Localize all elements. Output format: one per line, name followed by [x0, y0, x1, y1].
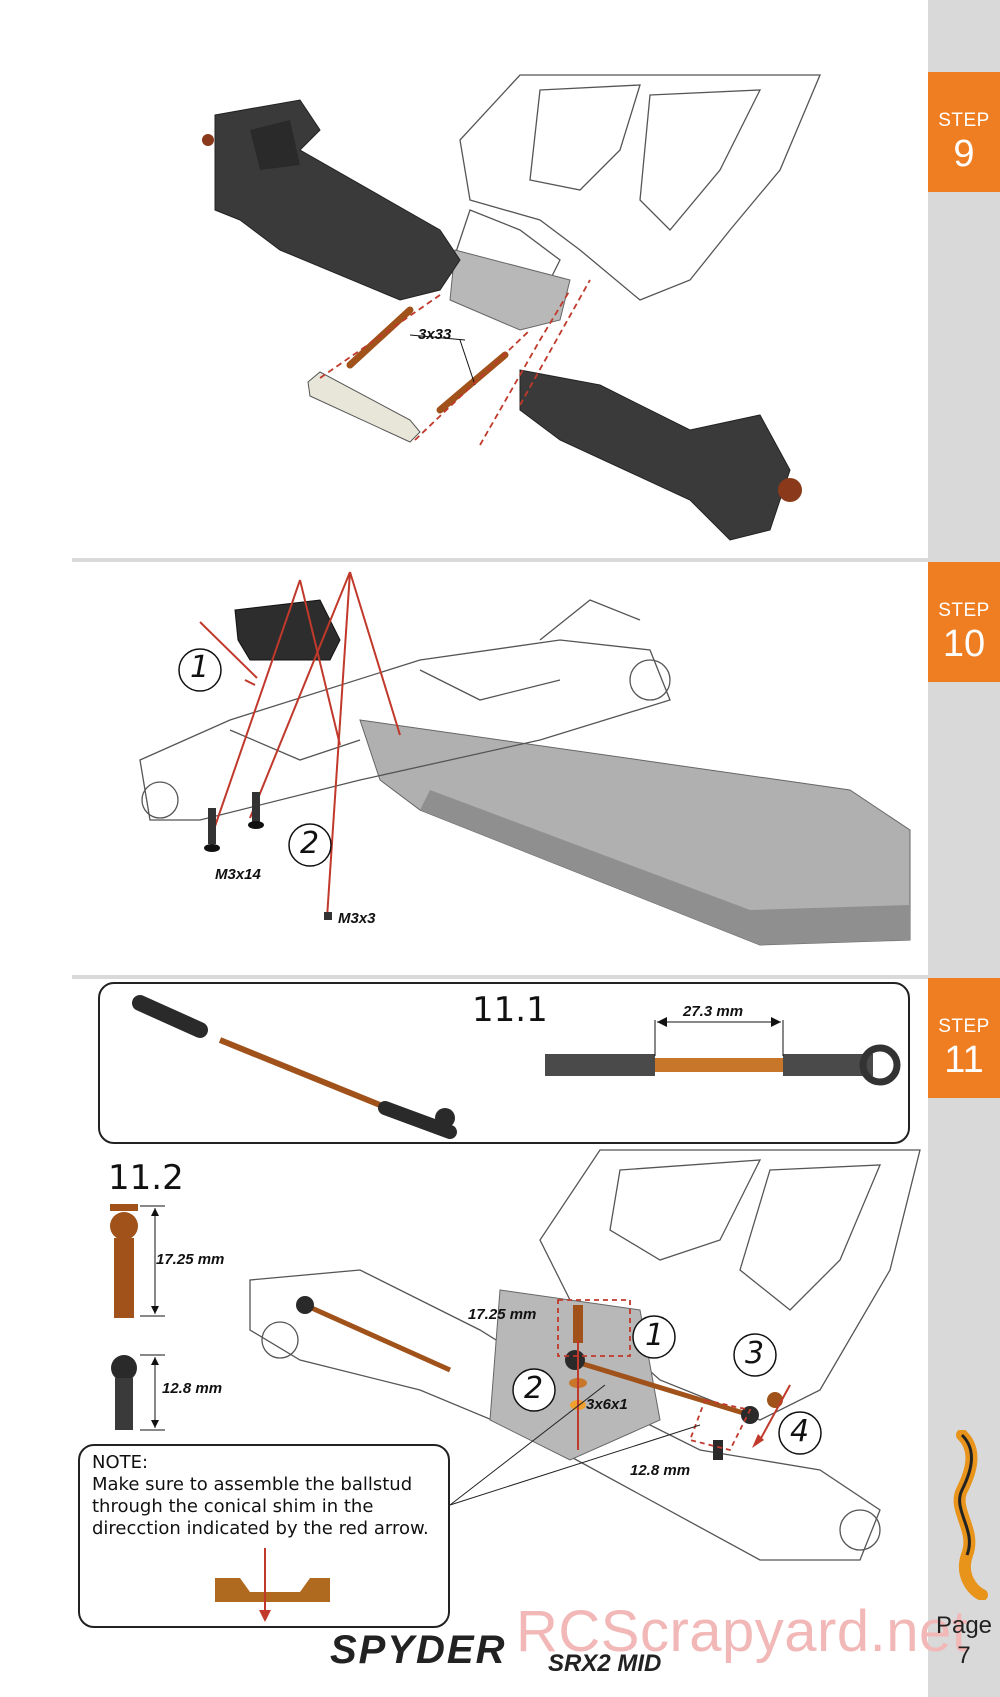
step-label: STEP	[938, 600, 990, 621]
assembly-callout-1: 1	[645, 1318, 665, 1353]
page-label: Page	[935, 1612, 993, 1639]
turnbuckle-length-label: 27.3 mm	[683, 1003, 744, 1020]
substep-11-1-label: 11.1	[472, 990, 548, 1030]
assembly-callout-2: 2	[524, 1371, 544, 1406]
page-number: 7	[957, 1642, 971, 1669]
step-10-tab: STEP 10	[928, 562, 1000, 682]
sidebar-strip	[928, 0, 1000, 1697]
assembly-long-ballstud-label: 17.25 mm	[468, 1306, 537, 1323]
screw-label-m3x14: M3x14	[215, 866, 261, 883]
brand-model: SRX2 MID	[548, 1650, 662, 1677]
assembly-callout-3: 3	[745, 1336, 765, 1371]
pin-size-label: 3x33	[418, 326, 452, 343]
step-label: STEP	[938, 110, 990, 131]
step-label: STEP	[938, 1016, 990, 1037]
serpent-logo	[953, 1430, 988, 1600]
assembly-short-ballstud-label: 12.8 mm	[630, 1462, 691, 1479]
callout-1: 1	[190, 650, 210, 685]
screw-label-m3x3: M3x3	[338, 910, 376, 927]
assembly-callout-4: 4	[790, 1414, 810, 1449]
callout-2: 2	[300, 826, 320, 861]
brand-name: SPYDER	[330, 1628, 507, 1672]
step-number: 11	[944, 1039, 984, 1081]
ballstud-long-label: 17.25 mm	[156, 1251, 225, 1268]
substep-11-2-label: 11.2	[108, 1158, 184, 1198]
step-number: 9	[953, 133, 975, 175]
watermark: RCScrapyard.net	[516, 1599, 969, 1664]
section-divider	[72, 975, 928, 979]
ballstud-short-label: 12.8 mm	[162, 1380, 223, 1397]
shim-label: 3x6x1	[586, 1396, 628, 1413]
step-9-tab: STEP 9	[928, 72, 1000, 192]
step-number: 10	[942, 623, 986, 665]
section-divider	[72, 558, 928, 562]
step-11-tab: STEP 11	[928, 978, 1000, 1098]
note-text: NOTE: Make sure to assemble the ballstud…	[92, 1452, 429, 1539]
